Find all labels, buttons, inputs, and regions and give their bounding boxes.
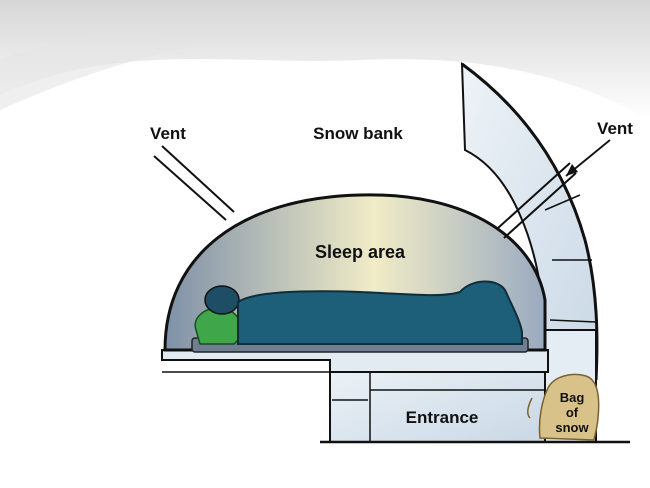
sleeping-person	[191, 280, 529, 353]
sleeping-bag	[237, 280, 523, 345]
label-snow: snow	[555, 420, 589, 435]
label-snow-bank: Snow bank	[313, 124, 403, 143]
label-sleep-area: Sleep area	[315, 242, 406, 262]
label-vent-left: Vent	[150, 124, 186, 143]
label-vent-right: Vent	[597, 119, 633, 138]
snow-bank-shading	[0, 0, 650, 120]
sleep-platform	[161, 349, 549, 373]
vent-left-tube	[153, 145, 235, 221]
vent-right-arrow	[565, 139, 611, 177]
snow-arch	[460, 61, 599, 381]
label-of: of	[566, 405, 579, 420]
label-entrance: Entrance	[406, 408, 479, 427]
bag-of-snow	[527, 373, 600, 441]
label-bag: Bag	[560, 390, 585, 405]
head-hood	[204, 285, 240, 315]
vent-right-tube	[497, 162, 577, 239]
